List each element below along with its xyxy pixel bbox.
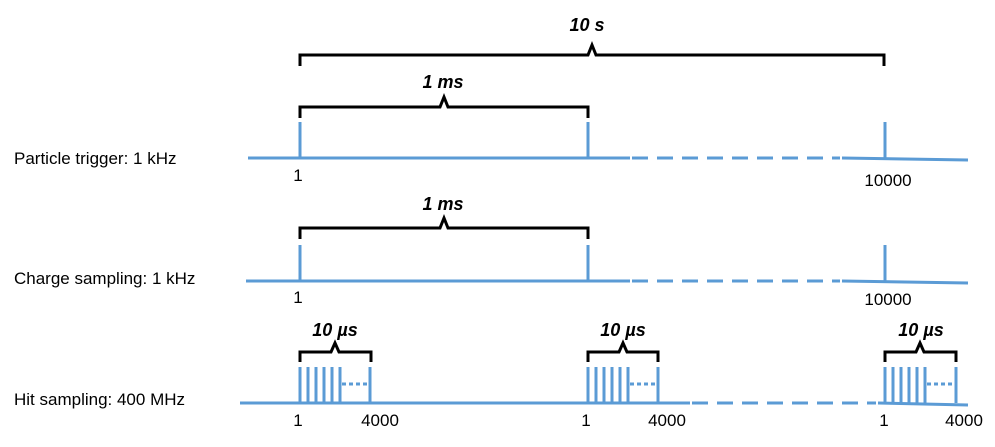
row3-group3-pulses xyxy=(883,367,958,403)
row3-group2-start-label: 1 xyxy=(581,411,590,430)
row3-group1-pulses xyxy=(298,367,372,403)
row3-group1-brace-label: 10 µs xyxy=(312,320,357,340)
row3-group3-end-label: 4000 xyxy=(945,411,983,430)
row3-group2-brace-label: 10 µs xyxy=(600,320,645,340)
row2-start-label: 1 xyxy=(293,288,302,307)
row3-group2-pulses xyxy=(586,367,660,403)
row3-group2-end-label: 4000 xyxy=(648,411,686,430)
row3-label: Hit sampling: 400 MHz xyxy=(14,390,185,409)
row3-group3-brace-label: 10 µs xyxy=(898,320,943,340)
row1-signal-tail xyxy=(841,156,969,162)
row2-signal-tail xyxy=(841,279,969,285)
row2-end-label: 10000 xyxy=(864,290,911,309)
row1-start-label: 1 xyxy=(293,166,302,185)
row-particle-trigger: Particle trigger: 1 kHz 1 ms 1 10000 xyxy=(14,72,969,190)
row3-burst-last: 10 µs 1 4000 xyxy=(879,320,983,430)
row1-end-label: 10000 xyxy=(864,171,911,190)
row1-brace-label: 1 ms xyxy=(422,72,463,92)
row1-label: Particle trigger: 1 kHz xyxy=(14,149,177,168)
row3-group1-start-label: 1 xyxy=(293,411,302,430)
row3-burst-second: 10 µs 1 4000 xyxy=(581,320,686,430)
row-hit-sampling: Hit sampling: 400 MHz 10 µs 1 4000 10 µs… xyxy=(14,320,983,430)
row2-label: Charge sampling: 1 kHz xyxy=(14,269,195,288)
brace-10s-label: 10 s xyxy=(569,15,604,35)
row3-burst-first: 10 µs 1 4000 xyxy=(293,320,399,430)
row3-signal-tail xyxy=(877,401,969,407)
row-charge-sampling: Charge sampling: 1 kHz 1 ms 1 10000 xyxy=(14,194,969,309)
row3-group1-end-label: 4000 xyxy=(361,411,399,430)
row2-brace-1ms: 1 ms xyxy=(298,194,590,239)
brace-10s: 10 s xyxy=(298,15,886,66)
row2-brace-label: 1 ms xyxy=(422,194,463,214)
row1-brace-1ms: 1 ms xyxy=(298,72,590,118)
row3-group3-start-label: 1 xyxy=(879,411,888,430)
